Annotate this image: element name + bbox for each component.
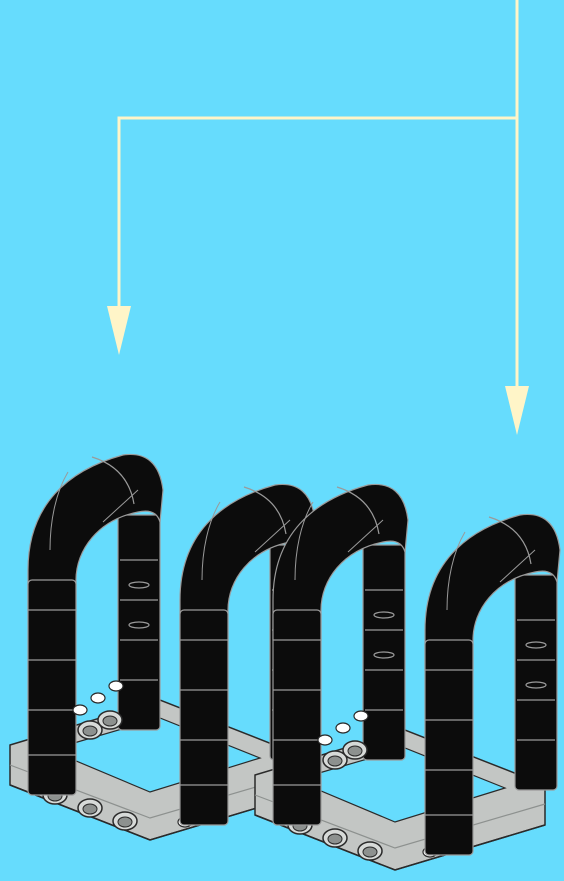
callout-arrows	[107, 0, 529, 435]
frame-module-right	[255, 484, 560, 870]
assembly	[10, 454, 560, 870]
callout-line-left	[119, 0, 517, 312]
callout-arrowhead-left	[107, 306, 131, 355]
callout-arrowhead-right	[505, 386, 529, 435]
